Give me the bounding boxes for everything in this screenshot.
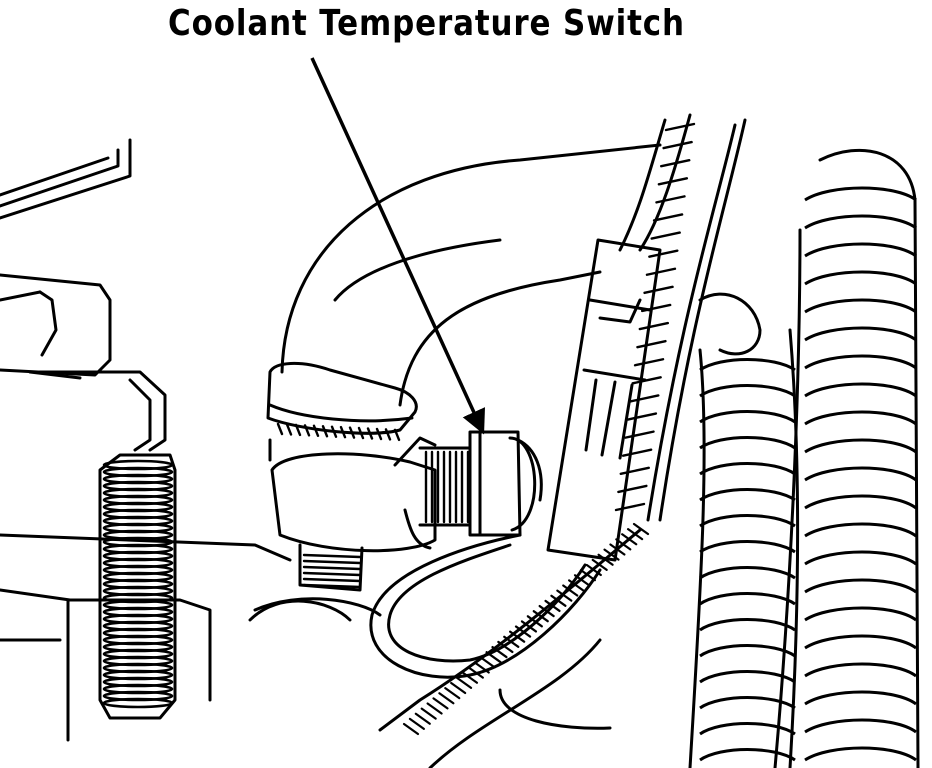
coolant-temperature-switch: [418, 430, 543, 537]
spring-coils: [102, 459, 174, 709]
clamp-band: [276, 422, 401, 442]
engine-block: [0, 138, 292, 742]
harness-wraps: [402, 122, 696, 736]
hose-clamp: [266, 361, 418, 462]
corrugated-conduits: [688, 148, 920, 768]
lower-panel: [253, 597, 612, 730]
coolant-hose: [280, 143, 662, 407]
coil-spring: [38, 370, 177, 720]
wiring-harness: [378, 113, 762, 768]
switch-wire: [248, 533, 602, 679]
switch-thread: [424, 450, 470, 524]
callout-label: Coolant Temperature Switch: [168, 3, 685, 44]
callout-arrow: [310, 57, 485, 435]
conduit-ribs: [699, 186, 917, 762]
fitting-body: [270, 436, 437, 592]
wiring-connector: [546, 238, 662, 562]
bottom-thread: [302, 553, 362, 589]
